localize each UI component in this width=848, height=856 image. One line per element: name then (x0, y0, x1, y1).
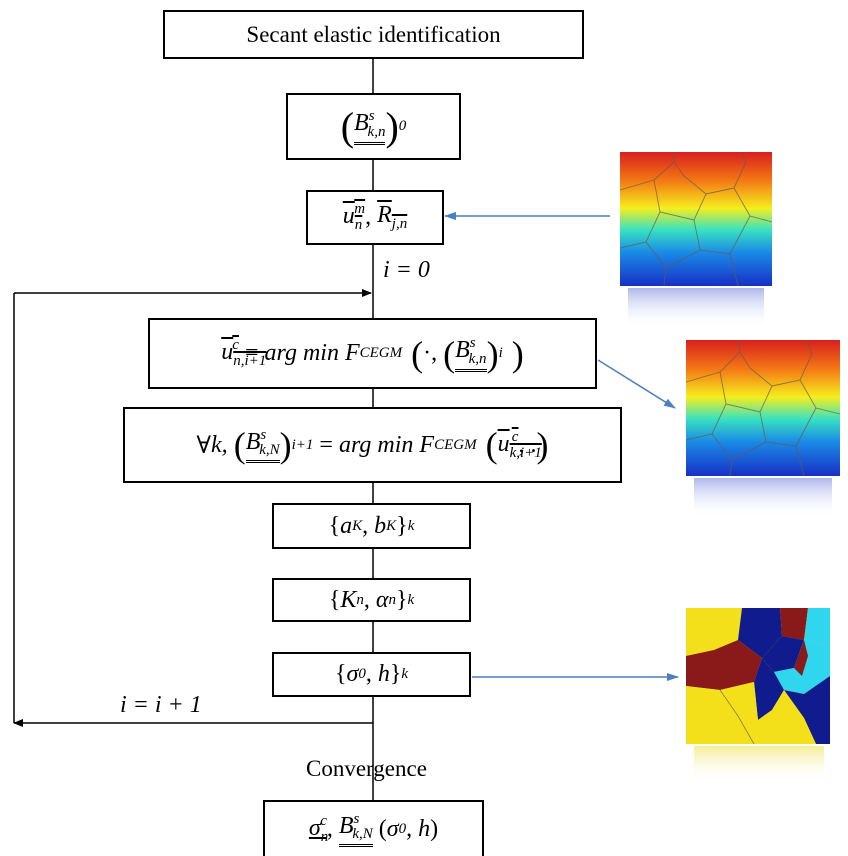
grain-phase-map-thumbnail (684, 606, 834, 786)
initial-tensor-box: (Bsk,n)0 (286, 93, 461, 160)
computed-field-thumbnail (682, 338, 844, 520)
iteration-init-label: i = 0 (383, 257, 430, 284)
iteration-increment-label: i = i + 1 (120, 692, 202, 719)
measured-field-thumbnail (614, 150, 776, 330)
identification-start-label: Secant elastic identification (246, 22, 500, 48)
convergence-label: Convergence (306, 756, 427, 782)
blue-arrow-out-1 (598, 360, 675, 408)
identification-start-box: Secant elastic identification (163, 10, 584, 59)
measured-displacement-box: unm, Rj,n (306, 190, 444, 245)
